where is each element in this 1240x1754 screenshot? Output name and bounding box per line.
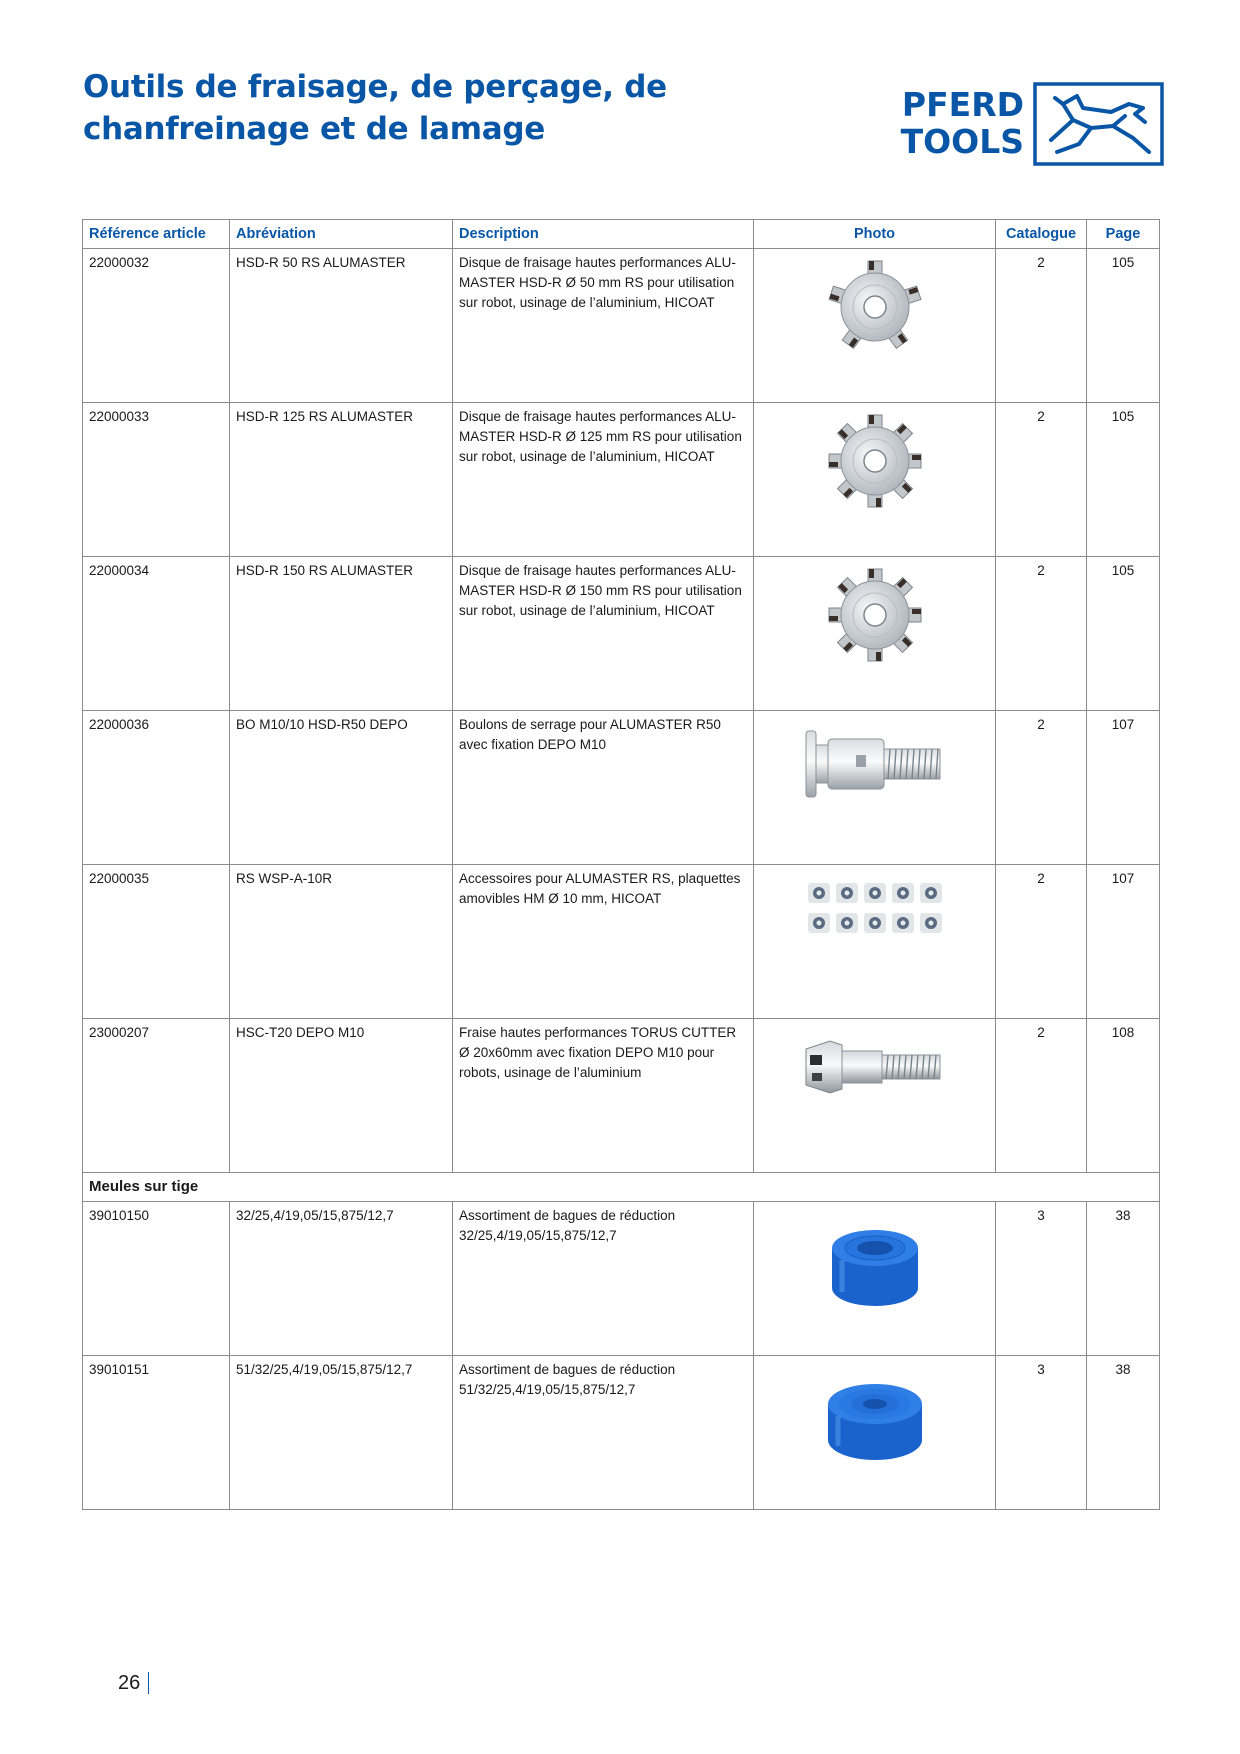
cell-page: 38 xyxy=(1086,1355,1160,1510)
col-header-desc: Description xyxy=(452,219,754,249)
cell-desc: Assortiment de bagues de réduction 51/32… xyxy=(452,1355,754,1510)
col-header-photo: Photo xyxy=(753,219,996,249)
cell-desc: Disque de fraisage hautes performances A… xyxy=(452,248,754,403)
cell-photo xyxy=(753,1355,996,1510)
cell-photo xyxy=(753,1201,996,1356)
cell-page: 105 xyxy=(1086,248,1160,403)
table-row: 39010150 32/25,4/19,05/15,875/12,7 Assor… xyxy=(82,1201,1160,1356)
table-row: 22000033 HSD-R 125 RS ALUMASTER Disque d… xyxy=(82,402,1160,557)
cell-photo xyxy=(753,710,996,865)
cell-abbr: HSC-T20 DEPO M10 xyxy=(229,1018,453,1173)
cell-ref: 22000034 xyxy=(82,556,230,711)
logo-text: PFERD TOOLS xyxy=(884,86,1024,160)
cell-catalogue: 2 xyxy=(995,556,1087,711)
cell-ref: 22000035 xyxy=(82,864,230,1019)
cell-desc: Accessoires pour ALUMASTER RS, plaquette… xyxy=(452,864,754,1019)
logo-line1: PFERD xyxy=(901,85,1024,124)
clamping-bolt-icon xyxy=(805,730,940,798)
section-title: Meules sur tige xyxy=(82,1172,1160,1202)
cell-photo xyxy=(753,556,996,711)
table-header-row: Référence article Abréviation Descriptio… xyxy=(82,219,1160,249)
cell-catalogue: 3 xyxy=(995,1201,1087,1356)
cell-photo xyxy=(753,402,996,557)
reduction-ring-large-icon xyxy=(827,1384,922,1460)
cell-desc: Assortiment de bagues de réduction 32/25… xyxy=(452,1201,754,1356)
torus-cutter-icon xyxy=(805,1040,940,1094)
logo-line2: TOOLS xyxy=(900,122,1024,161)
cell-ref: 39010150 xyxy=(82,1201,230,1356)
cell-ref: 22000032 xyxy=(82,248,230,403)
col-header-abbr: Abréviation xyxy=(229,219,453,249)
cell-desc: Fraise hautes performances TORUS CUTTER … xyxy=(452,1018,754,1173)
pferd-tools-logo: PFERD TOOLS xyxy=(884,82,1166,166)
cell-abbr: 32/25,4/19,05/15,875/12,7 xyxy=(229,1201,453,1356)
cell-page: 108 xyxy=(1086,1018,1160,1173)
cell-catalogue: 2 xyxy=(995,248,1087,403)
cell-ref: 22000033 xyxy=(82,402,230,557)
cell-photo xyxy=(753,864,996,1019)
reduction-ring-icon xyxy=(831,1230,918,1306)
col-header-ref: Référence article xyxy=(82,219,230,249)
cell-page: 38 xyxy=(1086,1201,1160,1356)
cell-page: 107 xyxy=(1086,710,1160,865)
page-title-line2: chanfreinage et de lamage xyxy=(83,111,545,147)
cell-ref: 23000207 xyxy=(82,1018,230,1173)
cell-photo xyxy=(753,248,996,403)
cell-page: 105 xyxy=(1086,402,1160,557)
cell-abbr: BO M10/10 HSD-R50 DEPO xyxy=(229,710,453,865)
col-header-catalogue: Catalogue xyxy=(995,219,1087,249)
milling-disc-8-teeth-icon xyxy=(828,414,921,508)
cell-desc: Disque de fraisage hautes performances A… xyxy=(452,402,754,557)
cell-catalogue: 2 xyxy=(995,1018,1087,1173)
cell-desc: Disque de fraisage hautes performances A… xyxy=(452,556,754,711)
table-row: 39010151 51/32/25,4/19,05/15,875/12,7 As… xyxy=(82,1355,1160,1510)
cell-abbr: HSD-R 125 RS ALUMASTER xyxy=(229,402,453,557)
page-number: 26 xyxy=(118,1672,150,1694)
table-row: 22000036 BO M10/10 HSD-R50 DEPO Boulons … xyxy=(82,710,1160,865)
cell-catalogue: 2 xyxy=(995,710,1087,865)
cell-page: 107 xyxy=(1086,864,1160,1019)
insert-plates-icon xyxy=(807,883,942,933)
table-row: 22000035 RS WSP-A-10R Accessoires pour A… xyxy=(82,864,1160,1019)
section-row: Meules sur tige xyxy=(82,1172,1160,1202)
milling-disc-8-teeth-icon xyxy=(828,568,921,662)
cell-abbr: RS WSP-A-10R xyxy=(229,864,453,1019)
table-row: 22000034 HSD-R 150 RS ALUMASTER Disque d… xyxy=(82,556,1160,711)
cell-catalogue: 2 xyxy=(995,864,1087,1019)
page-title-line1: Outils de fraisage, de perçage, de xyxy=(83,69,667,105)
table-row: 23000207 HSC-T20 DEPO M10 Fraise hautes … xyxy=(82,1018,1160,1173)
product-table: Référence article Abréviation Descriptio… xyxy=(82,219,1160,1510)
cell-abbr: HSD-R 50 RS ALUMASTER xyxy=(229,248,453,403)
milling-disc-5-teeth-icon xyxy=(827,260,922,350)
page-title: Outils de fraisage, de perçage, de chanf… xyxy=(83,66,703,150)
cell-page: 105 xyxy=(1086,556,1160,711)
leaping-horse-icon xyxy=(1033,82,1164,166)
cell-desc: Boulons de serrage pour ALUMASTER R50 av… xyxy=(452,710,754,865)
cell-catalogue: 3 xyxy=(995,1355,1087,1510)
cell-photo xyxy=(753,1018,996,1173)
cell-ref: 39010151 xyxy=(82,1355,230,1510)
col-header-page: Page xyxy=(1086,219,1160,249)
cell-catalogue: 2 xyxy=(995,402,1087,557)
cell-abbr: 51/32/25,4/19,05/15,875/12,7 xyxy=(229,1355,453,1510)
table-row: 22000032 HSD-R 50 RS ALUMASTER Disque de… xyxy=(82,248,1160,403)
cell-ref: 22000036 xyxy=(82,710,230,865)
cell-abbr: HSD-R 150 RS ALUMASTER xyxy=(229,556,453,711)
